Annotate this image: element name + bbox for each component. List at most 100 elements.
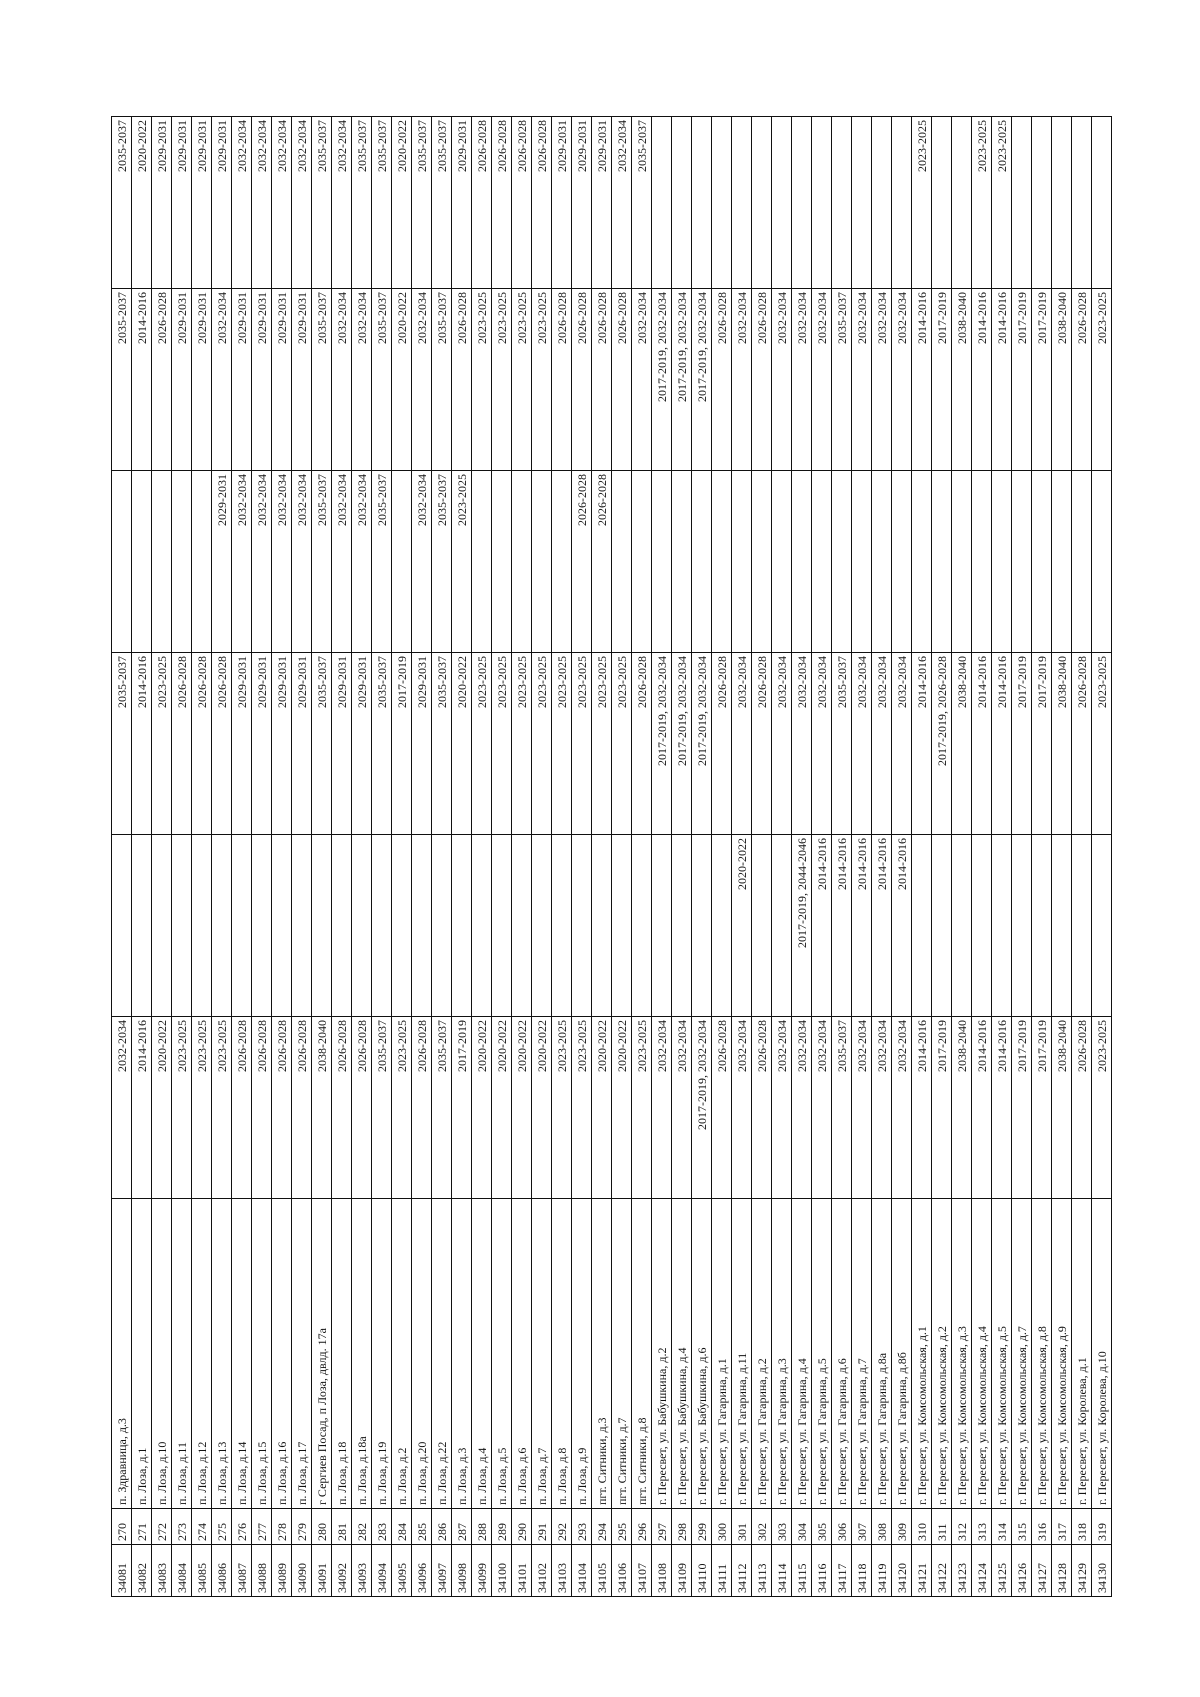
row-id-cell: 34118	[851, 1544, 872, 1597]
period-cell-1: 2026-2028	[1071, 1016, 1092, 1199]
row-number-cell: 271	[131, 1508, 152, 1545]
row-id-cell: 34109	[671, 1544, 692, 1597]
period-cell-4	[831, 470, 852, 653]
address-cell: п. Лоза, д.18а	[351, 1198, 372, 1509]
period-cell-2: 2017-2019, 2044-2046	[791, 834, 812, 1017]
address-cell: г. Пересвет, ул. Комсомольская, д.2	[931, 1198, 952, 1509]
period-cell-6	[731, 116, 752, 289]
period-cell-4: 2032-2034	[351, 470, 372, 653]
period-cell-1: 2035-2037	[431, 1016, 452, 1199]
period-cell-6	[811, 116, 832, 289]
address-cell: п. Лоза, д.20	[411, 1198, 432, 1509]
row-id-cell: 34104	[571, 1544, 592, 1597]
period-cell-3: 2023-2025	[1091, 652, 1112, 835]
address-cell: г. Пересвет, ул. Гагарина, д.11	[731, 1198, 752, 1509]
period-cell-1: 2026-2028	[351, 1016, 372, 1199]
period-cell-5: 2038-2040	[1051, 288, 1072, 471]
period-cell-3: 2038-2040	[951, 652, 972, 835]
period-cell-3: 2023-2025	[591, 652, 612, 835]
period-cell-4	[991, 470, 1012, 653]
period-cell-4	[491, 470, 512, 653]
period-cell-1: 2026-2028	[751, 1016, 772, 1199]
period-cell-6	[931, 116, 952, 289]
row-number-cell: 289	[491, 1508, 512, 1545]
row-id-cell: 34087	[231, 1544, 252, 1597]
period-cell-4: 2032-2034	[291, 470, 312, 653]
period-cell-6	[711, 116, 732, 289]
row-id-cell: 34119	[871, 1544, 892, 1597]
period-cell-3: 2038-2040	[1051, 652, 1072, 835]
period-cell-1: 2014-2016	[991, 1016, 1012, 1199]
row-id-cell: 34126	[1011, 1544, 1032, 1597]
period-cell-5: 2035-2037	[311, 288, 332, 471]
row-number-cell: 315	[1011, 1508, 1032, 1545]
row-id-cell: 34105	[591, 1544, 612, 1597]
row-number-cell: 302	[751, 1508, 772, 1545]
period-cell-5: 2023-2025	[1091, 288, 1112, 471]
period-cell-2: 2014-2016	[851, 834, 872, 1017]
period-cell-1: 2023-2025	[1091, 1016, 1112, 1199]
period-cell-5: 2026-2028	[551, 288, 572, 471]
row-id-cell: 34112	[731, 1544, 752, 1597]
period-cell-2	[451, 834, 472, 1017]
period-cell-1: 2017-2019	[931, 1016, 952, 1199]
period-cell-6: 2023-2025	[911, 116, 932, 289]
period-cell-5: 2029-2031	[191, 288, 212, 471]
period-cell-5: 2029-2031	[231, 288, 252, 471]
period-cell-2	[151, 834, 172, 1017]
period-cell-4	[151, 470, 172, 653]
period-cell-4	[711, 470, 732, 653]
period-cell-3: 2032-2034	[871, 652, 892, 835]
period-cell-6	[891, 116, 912, 289]
row-id-cell: 34096	[411, 1544, 432, 1597]
address-cell: г. Пересвет, ул. Гагарина, д.8б	[891, 1198, 912, 1509]
period-cell-5: 2032-2034	[731, 288, 752, 471]
period-cell-3: 2020-2022	[451, 652, 472, 835]
period-cell-4	[131, 470, 152, 653]
period-cell-3: 2032-2034	[771, 652, 792, 835]
period-cell-6: 2032-2034	[231, 116, 252, 289]
address-cell: г. Пересвет, ул. Бабушкина, д.2	[651, 1198, 672, 1509]
period-cell-4	[911, 470, 932, 653]
period-cell-6: 2026-2028	[531, 116, 552, 289]
period-cell-4	[811, 470, 832, 653]
period-cell-2	[411, 834, 432, 1017]
period-cell-2	[331, 834, 352, 1017]
row-id-cell: 34116	[811, 1544, 832, 1597]
period-cell-5: 2017-2019	[1031, 288, 1052, 471]
period-cell-4	[951, 470, 972, 653]
period-cell-3: 2035-2037	[311, 652, 332, 835]
period-cell-6: 2032-2034	[271, 116, 292, 289]
row-id-cell: 34099	[471, 1544, 492, 1597]
period-cell-6	[1011, 116, 1032, 289]
address-cell: п. Лоза, д.1	[131, 1198, 152, 1509]
period-cell-2	[931, 834, 952, 1017]
row-number-cell: 286	[431, 1508, 452, 1545]
period-cell-1: 2017-2019	[451, 1016, 472, 1199]
period-cell-3: 2029-2031	[351, 652, 372, 835]
row-number-cell: 317	[1051, 1508, 1072, 1545]
period-cell-1: 2014-2016	[971, 1016, 992, 1199]
period-cell-5: 2038-2040	[951, 288, 972, 471]
period-cell-4	[1011, 470, 1032, 653]
period-cell-6	[1031, 116, 1052, 289]
row-number-cell: 307	[851, 1508, 872, 1545]
row-number-cell: 275	[211, 1508, 232, 1545]
period-cell-3: 2017-2019	[1011, 652, 1032, 835]
period-cell-5: 2026-2028	[711, 288, 732, 471]
period-cell-5: 2035-2037	[111, 288, 132, 471]
period-cell-6: 2035-2037	[351, 116, 372, 289]
period-cell-5: 2029-2031	[271, 288, 292, 471]
